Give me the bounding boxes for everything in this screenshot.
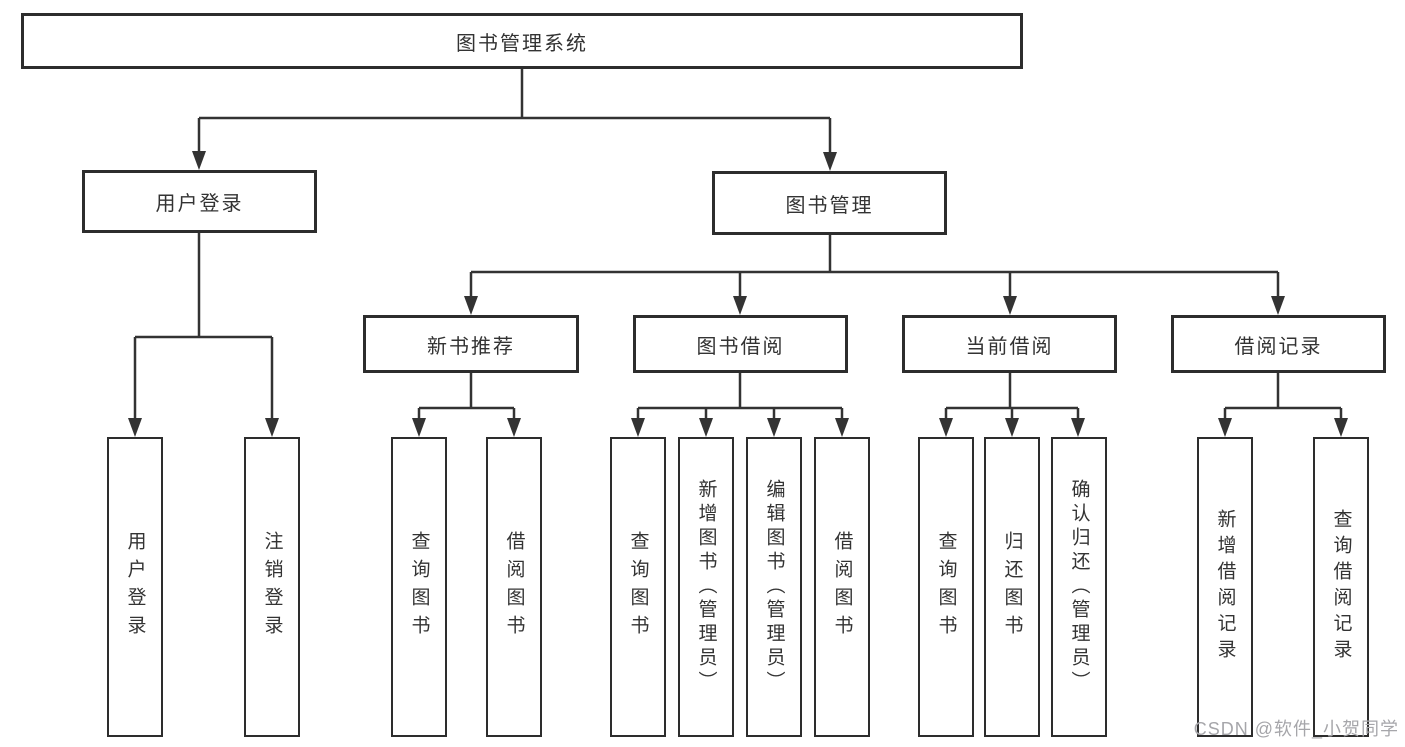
leaf-label: 查询图书	[935, 531, 957, 643]
leaf-label: 查询图书	[408, 531, 430, 643]
node-borrowing-records: 借阅记录	[1171, 315, 1386, 373]
node-user-login: 用户登录	[82, 170, 317, 233]
leaf-label: 借阅图书	[831, 531, 853, 643]
node-book-borrowing: 图书借阅	[633, 315, 848, 373]
node-label: 借阅记录	[1234, 335, 1323, 358]
leaf-rec-query-book: 查询图书	[391, 437, 447, 737]
leaf-cur-return-book: 归还图书	[984, 437, 1040, 737]
leaf-log-add-record: 新增借阅记录	[1197, 437, 1253, 737]
leaf-bor-query-book: 查询图书	[610, 437, 666, 737]
leaf-logout: 注销登录	[244, 437, 300, 737]
node-library-management-system: 图书管理系统	[21, 13, 1023, 69]
node-new-book-recommendation: 新书推荐	[363, 315, 579, 373]
leaf-label: 借阅图书	[503, 531, 525, 643]
node-label: 用户登录	[155, 193, 244, 215]
leaf-label: 新增借阅记录	[1214, 509, 1236, 665]
leaf-label: 注销登录	[261, 531, 283, 643]
node-label: 图书管理	[785, 194, 874, 217]
node-current-borrowing: 当前借阅	[902, 315, 1117, 373]
node-label: 当前借阅	[965, 335, 1054, 358]
leaf-label: 编辑图书（管理员）	[763, 479, 785, 695]
leaf-label: 确认归还（管理员）	[1068, 479, 1090, 695]
node-label: 新书推荐	[427, 335, 515, 358]
leaf-cur-confirm-return-admin: 确认归还（管理员）	[1051, 437, 1107, 737]
leaf-label: 新增图书（管理员）	[695, 479, 717, 695]
leaf-rec-borrow-book: 借阅图书	[486, 437, 542, 737]
leaf-label: 查询借阅记录	[1330, 509, 1352, 665]
node-label: 图书借阅	[696, 335, 785, 358]
leaf-bor-add-book-admin: 新增图书（管理员）	[678, 437, 734, 737]
leaf-label: 用户登录	[124, 531, 146, 643]
leaf-label: 归还图书	[1001, 531, 1023, 643]
leaf-bor-edit-book-admin: 编辑图书（管理员）	[746, 437, 802, 737]
leaf-user-login: 用户登录	[107, 437, 163, 737]
leaf-cur-query-book: 查询图书	[918, 437, 974, 737]
leaf-label: 查询图书	[627, 531, 649, 643]
leaf-bor-borrow-book: 借阅图书	[814, 437, 870, 737]
node-label: 图书管理系统	[456, 32, 588, 55]
node-book-management: 图书管理	[712, 171, 947, 235]
leaf-log-query-record: 查询借阅记录	[1313, 437, 1369, 737]
csdn-watermark: CSDN @软件_小贺同学	[1193, 719, 1399, 739]
